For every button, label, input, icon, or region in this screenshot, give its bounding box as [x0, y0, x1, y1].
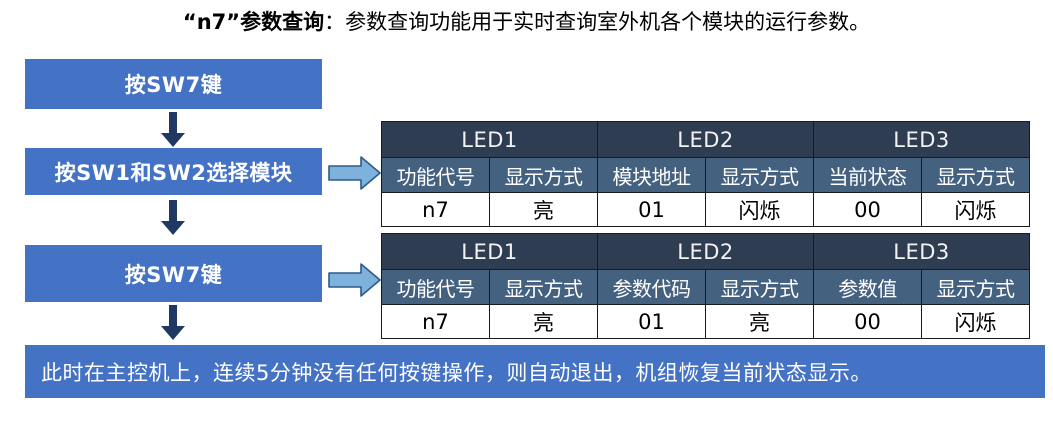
table-cell: 闪烁 — [921, 192, 1030, 227]
led-group-header: LED3 — [813, 121, 1030, 158]
arrow-right-icon — [328, 262, 382, 298]
column-header: 功能代号 — [381, 269, 490, 305]
table-row: n7 亮 01 闪烁 00 闪烁 — [381, 192, 1030, 227]
flow-step-press-sw1-sw2-select-module[interactable]: 按SW1和SW2选择模块 — [25, 148, 322, 195]
flow-note-auto-exit: 此时在主控机上，连续5分钟没有任何按键操作，则自动退出，机组恢复当前状态显示。 — [25, 345, 1045, 398]
flow-note-label: 此时在主控机上，连续5分钟没有任何按键操作，则自动退出，机组恢复当前状态显示。 — [41, 360, 872, 385]
table-cell: 闪烁 — [921, 304, 1030, 339]
column-header: 显示方式 — [921, 269, 1030, 305]
table-cell: 亮 — [489, 304, 598, 339]
column-header: 显示方式 — [489, 157, 598, 193]
table-cell: 01 — [597, 304, 706, 339]
column-header: 显示方式 — [489, 269, 598, 305]
table-cell: n7 — [381, 304, 490, 339]
led-table-module-query: LED1 LED2 LED3 功能代号 显示方式 模块地址 显示方式 当前状态 … — [381, 121, 1030, 227]
table-row-led-group: LED1 LED2 LED3 — [381, 233, 1030, 270]
table-cell: 亮 — [705, 304, 814, 339]
table-row: n7 亮 01 亮 00 闪烁 — [381, 304, 1030, 339]
column-header: 模块地址 — [597, 157, 706, 193]
page-title-emphasis: “n7”参数查询 — [182, 10, 325, 34]
arrow-down-icon — [160, 200, 186, 236]
table-cell: 01 — [597, 192, 706, 227]
table-cell: n7 — [381, 192, 490, 227]
led-group-header: LED3 — [813, 233, 1030, 270]
page-title-description: ：参数查询功能用于实时查询室外机各个模块的运行参数。 — [324, 10, 871, 34]
flow-step-label: 按SW1和SW2选择模块 — [54, 160, 293, 185]
column-header: 参数代码 — [597, 269, 706, 305]
table-cell: 00 — [813, 192, 922, 227]
table-cell: 00 — [813, 304, 922, 339]
column-header: 显示方式 — [705, 157, 814, 193]
flow-step-press-sw7-first[interactable]: 按SW7键 — [25, 59, 322, 109]
flow-step-label: 按SW7键 — [124, 262, 223, 287]
column-header: 显示方式 — [705, 269, 814, 305]
column-header: 显示方式 — [921, 157, 1030, 193]
table-row-subheader: 功能代号 显示方式 模块地址 显示方式 当前状态 显示方式 — [381, 157, 1030, 193]
table-cell: 闪烁 — [705, 192, 814, 227]
table-row-led-group: LED1 LED2 LED3 — [381, 121, 1030, 158]
flow-step-press-sw7-second[interactable]: 按SW7键 — [25, 245, 322, 302]
table-cell: 亮 — [489, 192, 598, 227]
page-title: “n7”参数查询：参数查询功能用于实时查询室外机各个模块的运行参数。 — [0, 6, 1053, 36]
arrow-right-icon — [328, 155, 382, 191]
table-row-subheader: 功能代号 显示方式 参数代码 显示方式 参数值 显示方式 — [381, 269, 1030, 305]
column-header: 参数值 — [813, 269, 922, 305]
column-header: 当前状态 — [813, 157, 922, 193]
led-group-header: LED2 — [597, 233, 814, 270]
led-group-header: LED2 — [597, 121, 814, 158]
arrow-down-icon — [160, 305, 186, 341]
led-group-header: LED1 — [381, 233, 598, 270]
led-group-header: LED1 — [381, 121, 598, 158]
arrow-down-icon — [160, 112, 186, 148]
led-table-parameter-query: LED1 LED2 LED3 功能代号 显示方式 参数代码 显示方式 参数值 显… — [381, 233, 1030, 339]
column-header: 功能代号 — [381, 157, 490, 193]
flow-step-label: 按SW7键 — [124, 73, 223, 97]
